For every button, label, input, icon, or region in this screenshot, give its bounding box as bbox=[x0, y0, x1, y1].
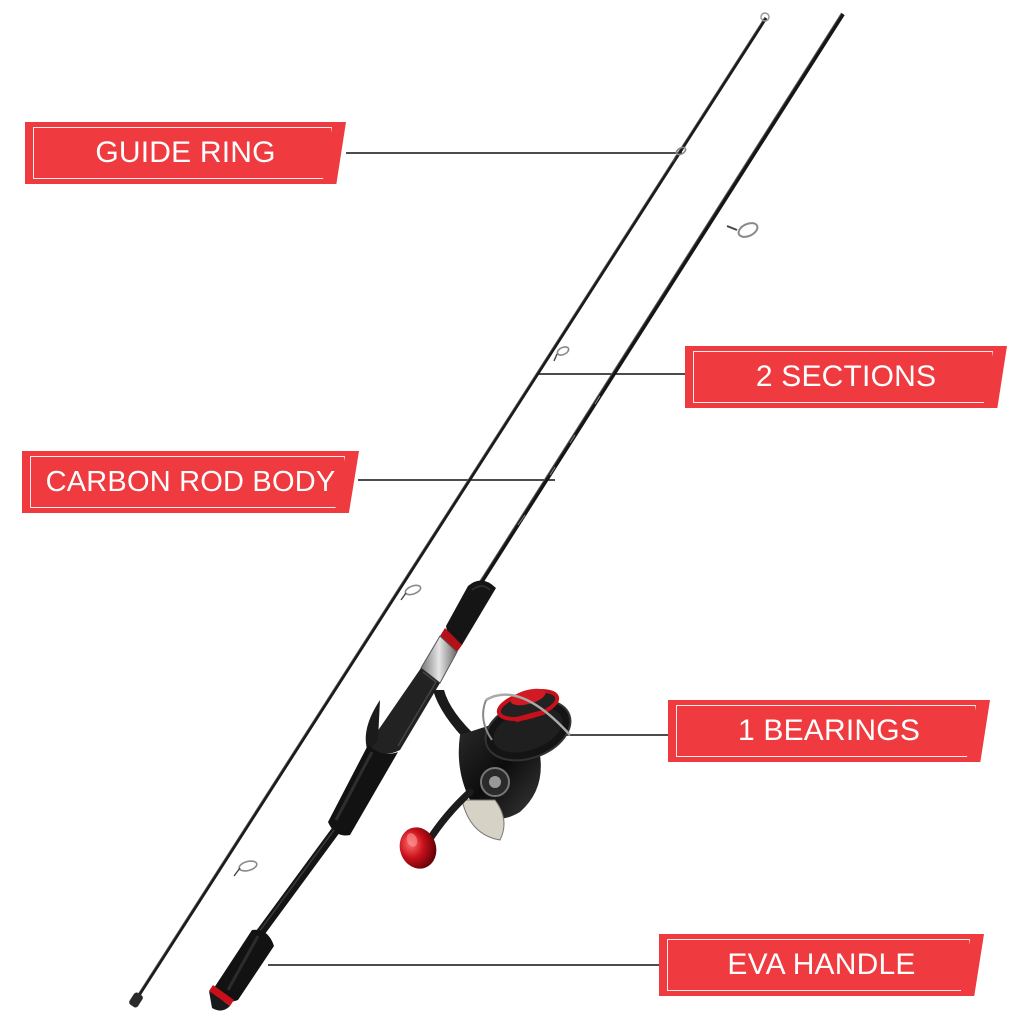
tip-section bbox=[129, 12, 770, 1008]
bearings-callout: 1 BEARINGS bbox=[668, 700, 990, 762]
pointer-lines bbox=[268, 152, 686, 966]
bearings-label: 1 BEARINGS bbox=[737, 714, 921, 747]
eva-handle-callout: EVA HANDLE bbox=[659, 934, 984, 996]
guide-ring-callout: GUIDE RING bbox=[25, 122, 346, 184]
butt-section bbox=[209, 12, 845, 1011]
sections-label: 2 SECTIONS bbox=[755, 360, 937, 393]
sections-callout: 2 SECTIONS bbox=[685, 346, 1007, 408]
spinning-reel bbox=[399, 688, 572, 869]
eva-handle-label: EVA HANDLE bbox=[727, 948, 916, 981]
guide-ring-label: GUIDE RING bbox=[95, 136, 276, 169]
carbon-rod-body-callout: CARBON ROD BODY bbox=[22, 451, 359, 513]
carbon-rod-body-label: CARBON ROD BODY bbox=[45, 465, 336, 498]
